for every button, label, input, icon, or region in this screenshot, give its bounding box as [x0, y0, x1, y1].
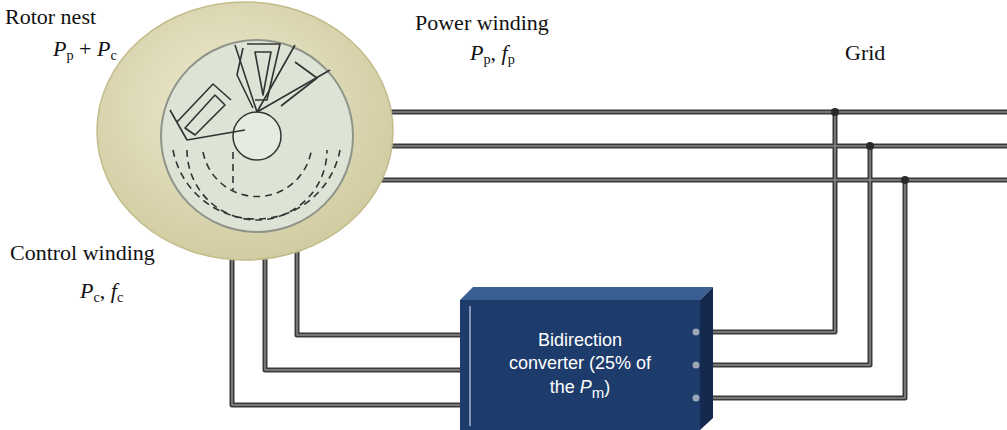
node-heading: Rotor nest: [5, 4, 96, 30]
machine-outline: [95, 0, 395, 262]
winding-label: Grid: [845, 40, 885, 66]
power-symbol: Pp + Pc: [53, 36, 117, 62]
winding-label: Control winding: [10, 240, 155, 266]
junction-dot: [901, 176, 909, 184]
winding-label: Pc, fc: [80, 278, 123, 304]
junction-dot: [866, 142, 874, 150]
power-line: [370, 144, 1007, 149]
winding-label: Power winding: [415, 10, 549, 36]
junction-dot: [831, 108, 839, 116]
winding-label: Pp, fp: [470, 40, 515, 66]
converter-label: Bidirection converter (25% of the Pm): [500, 329, 660, 402]
power-line: [370, 110, 1007, 115]
power-line: [370, 178, 1007, 183]
control-wires: [232, 249, 460, 405]
converter-box: Bidirection converter (25% of the Pm): [455, 282, 713, 430]
machine-circle: Rotor nestPp + Pc: [95, 0, 395, 262]
grid-tap: [712, 112, 835, 332]
